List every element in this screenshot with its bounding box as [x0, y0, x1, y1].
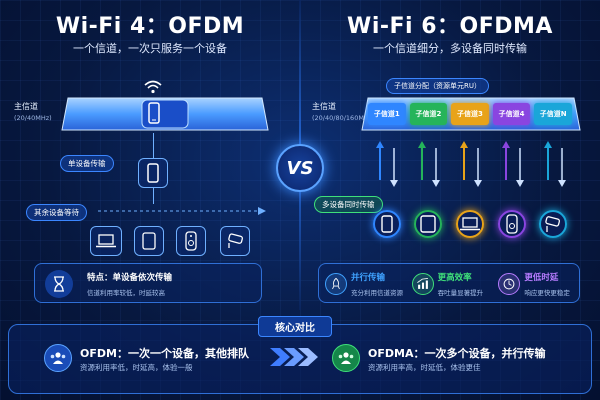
feature-badge [498, 273, 521, 295]
tablet-icon [142, 232, 156, 250]
subchannel-5: 子信道N [534, 103, 572, 125]
hourglass-badge [45, 270, 73, 298]
clock-icon [503, 278, 515, 290]
feature-title: 更低时延 [524, 273, 559, 283]
feature-badge [325, 273, 347, 295]
ofdma-users-badge [332, 344, 360, 372]
core-compare-title: 核心对比 [258, 316, 332, 337]
speaker-icon [505, 214, 518, 234]
rocket-icon [332, 277, 340, 290]
feature-title: 并行传输 [351, 273, 386, 283]
subchannel-2: 子信道2 [409, 103, 448, 125]
right-feature-item: 并行传输充分利用信道资源 [319, 264, 406, 302]
up-down-arrows-icon [544, 141, 566, 187]
feature-desc: 充分利用信道资源 [351, 289, 403, 297]
left-channel-label: 主信道 (20/40MHz) [14, 101, 52, 124]
device-circle [414, 210, 443, 238]
ofdma-compare-title: OFDMA：一次多个设备，并行传输 [368, 347, 546, 360]
feature-desc: 响应更快更稳定 [524, 289, 570, 297]
multi-tx-pill: 多设备同时传输 [314, 196, 383, 213]
up-down-arrows-icon [376, 141, 398, 187]
single-tx-pill: 单设备传输 [60, 155, 114, 172]
waiting-camera [220, 226, 250, 256]
wifi-icon [144, 80, 162, 94]
device-circle [372, 210, 401, 238]
subchannel-arrows [368, 140, 572, 190]
hourglass-icon [54, 276, 64, 292]
left-channel-name: 主信道 [14, 102, 38, 111]
subchannel-arrow-pair [494, 140, 532, 190]
ofdma-compare-desc: 资源利用率高，时延低，体验更佳 [368, 363, 481, 372]
parallel-device [534, 210, 572, 242]
laptop-icon [459, 217, 480, 231]
left-subtitle: 一个信道，一次只服务一个设备 [73, 42, 227, 55]
wait-dashed-arrow [98, 207, 266, 215]
chart-up-icon [416, 277, 428, 289]
compare-chevrons-icon [270, 348, 318, 366]
left-channel-spec: (20/40MHz) [14, 114, 52, 122]
left-feature-box: 特点：单设备依次传输 信道利用率较低，时延较高 [34, 263, 262, 303]
right-feature-box: 并行传输充分利用信道资源更高效率吞吐量显著提升更低时延响应更快更稳定 [318, 263, 580, 303]
subchannel-arrow-pair [536, 140, 574, 190]
parallel-device [493, 210, 531, 242]
vs-badge: VS [276, 144, 324, 192]
left-tx-link-2 [153, 188, 154, 204]
active-phone-icon [147, 163, 159, 183]
waiting-speaker [176, 226, 206, 256]
parallel-device [410, 210, 448, 242]
ofdm-compare-desc: 资源利用率低，时延高，体验一般 [80, 363, 193, 372]
up-down-arrows-icon [418, 141, 440, 187]
parallel-device [451, 210, 489, 242]
subchannel-1: 子信道1 [368, 103, 406, 125]
subchannel-arrow-pair [410, 140, 448, 190]
group-icon [338, 352, 354, 364]
feature-badge [411, 273, 434, 295]
right-channel-spec: (20/40/80/160MHz) [312, 114, 375, 122]
left-feature-title: 特点：单设备依次传输 [87, 273, 173, 283]
subchannel-3: 子信道3 [451, 103, 489, 125]
phone-icon [381, 215, 393, 233]
right-title: Wi-Fi 6：OFDMA [347, 14, 553, 39]
phone-icon [148, 102, 160, 124]
subchannel-4: 子信道4 [492, 103, 531, 125]
left-main-channel-band [61, 97, 269, 131]
device-circle [539, 210, 568, 238]
ofdm-compare-title: OFDM：一次一个设备，其他排队 [80, 347, 249, 360]
left-title: Wi-Fi 4：OFDM [55, 14, 245, 39]
subchannel-arrow-pair [368, 140, 406, 190]
laptop-icon [96, 234, 116, 248]
right-channel-name: 主信道 [312, 102, 336, 111]
up-down-arrows-icon [460, 141, 482, 187]
active-device-box [138, 158, 168, 188]
device-circle [497, 210, 526, 238]
feature-desc: 吞吐量显著提升 [437, 289, 484, 297]
camera-icon [545, 216, 561, 232]
others-wait-pill: 其余设备等待 [26, 204, 87, 221]
speaker-icon [185, 231, 197, 251]
device-circle [455, 210, 484, 238]
subchannel-arrow-pair [452, 140, 490, 190]
right-device-row [368, 210, 572, 242]
camera-icon [228, 233, 243, 248]
users-icon [50, 352, 66, 364]
waiting-laptop [90, 226, 122, 256]
subchannel-alloc-pill: 子信道分配（资源单元RU） [386, 78, 489, 94]
ofdm-users-badge [44, 344, 72, 372]
parallel-device [368, 210, 406, 242]
right-feature-item: 更低时延响应更快更稳定 [492, 264, 579, 302]
left-feature-desc: 信道利用率较低，时延较高 [87, 289, 165, 297]
tablet-icon [420, 215, 437, 233]
up-down-arrows-icon [502, 141, 524, 187]
waiting-tablet [134, 226, 164, 256]
feature-title: 更高效率 [437, 273, 472, 283]
left-tx-link [153, 133, 154, 159]
right-channel-label: 主信道 (20/40/80/160MHz) [312, 101, 375, 124]
right-subtitle: 一个信道细分，多设备同时传输 [373, 42, 527, 55]
right-feature-item: 更高效率吞吐量显著提升 [406, 264, 493, 302]
